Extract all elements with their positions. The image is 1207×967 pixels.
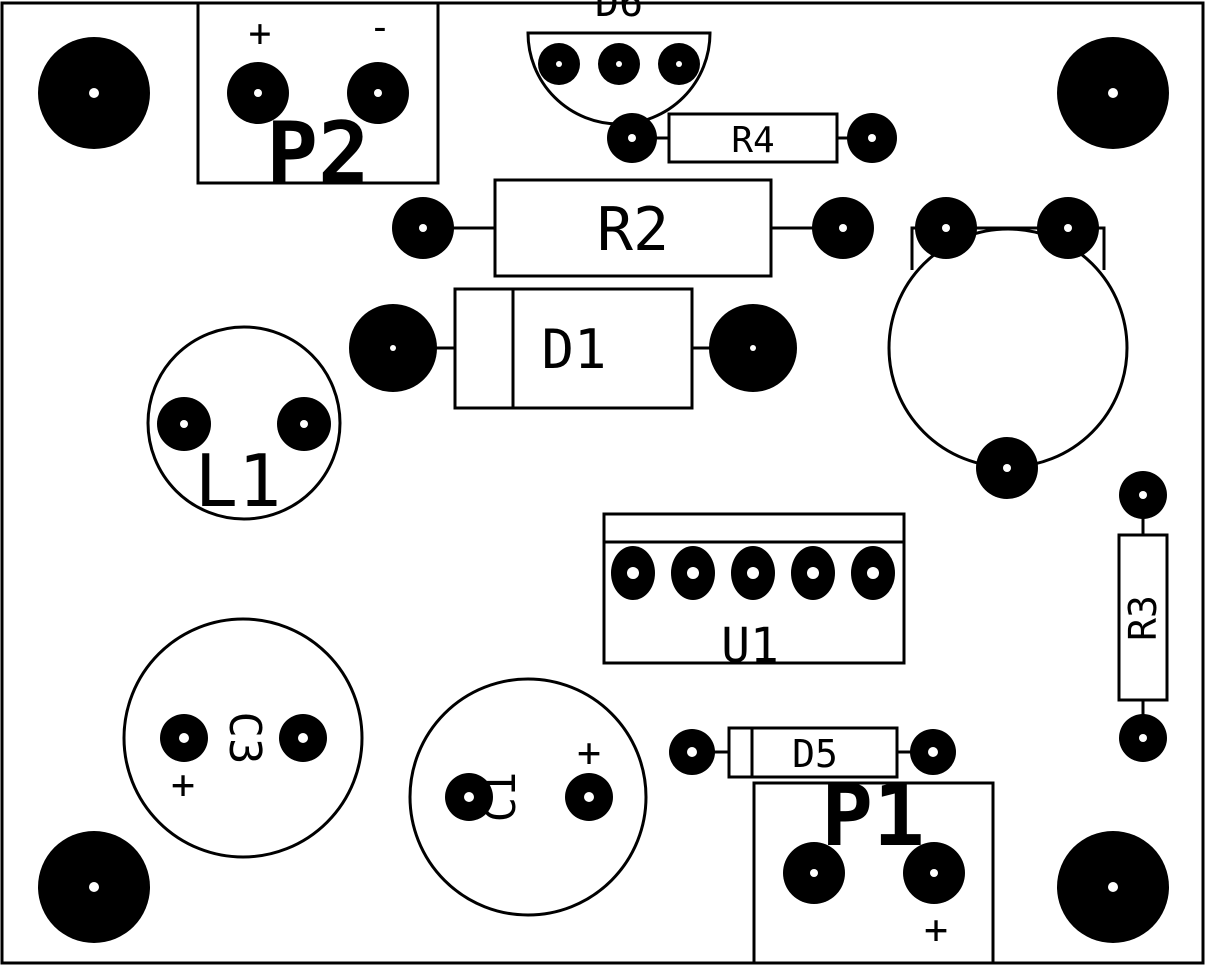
mounting-hole-bottom-right bbox=[1057, 831, 1169, 943]
mounting-hole-bottom-left bbox=[38, 831, 150, 943]
r4-label: R4 bbox=[731, 120, 774, 161]
diode-d5: D5 bbox=[669, 726, 956, 779]
connector-p2: + - P2 bbox=[196, 3, 440, 204]
trimmer bbox=[887, 197, 1129, 499]
c1-plus-label: + bbox=[577, 730, 601, 776]
d6-label: D6 bbox=[595, 0, 643, 26]
mounting-hole-top-right bbox=[1057, 37, 1169, 149]
diode-d1: D1 bbox=[349, 287, 797, 410]
d5-label: D5 bbox=[792, 732, 838, 776]
r3-label: R3 bbox=[1121, 595, 1165, 641]
c3-plus-label: + bbox=[171, 762, 195, 808]
p1-plus-label: + bbox=[924, 907, 948, 953]
capacitor-c3: C3 + bbox=[122, 617, 364, 859]
c3-label: C3 bbox=[219, 712, 270, 765]
capacitor-c1: C1 + bbox=[408, 677, 648, 917]
p2-plus-label: + bbox=[249, 11, 272, 55]
u1-label: U1 bbox=[721, 618, 779, 674]
resistor-r2: R2 bbox=[392, 178, 874, 278]
p2-label: P2 bbox=[266, 104, 370, 204]
ic-u1: U1 bbox=[602, 512, 906, 674]
p2-minus-label: - bbox=[369, 5, 392, 49]
mounting-hole-top-left bbox=[38, 37, 150, 149]
l1-label: L1 bbox=[195, 439, 282, 523]
connector-p1: P1 + bbox=[752, 766, 995, 963]
component-d6: D6 bbox=[526, 0, 712, 126]
d1-label: D1 bbox=[541, 318, 606, 381]
p1-label: P1 bbox=[821, 766, 925, 866]
c1-label: C1 bbox=[476, 772, 525, 823]
resistor-r3: R3 bbox=[1117, 471, 1169, 762]
inductor-l1: L1 bbox=[146, 325, 342, 523]
resistor-r4: R4 bbox=[607, 112, 897, 164]
r2-label: R2 bbox=[597, 195, 669, 265]
